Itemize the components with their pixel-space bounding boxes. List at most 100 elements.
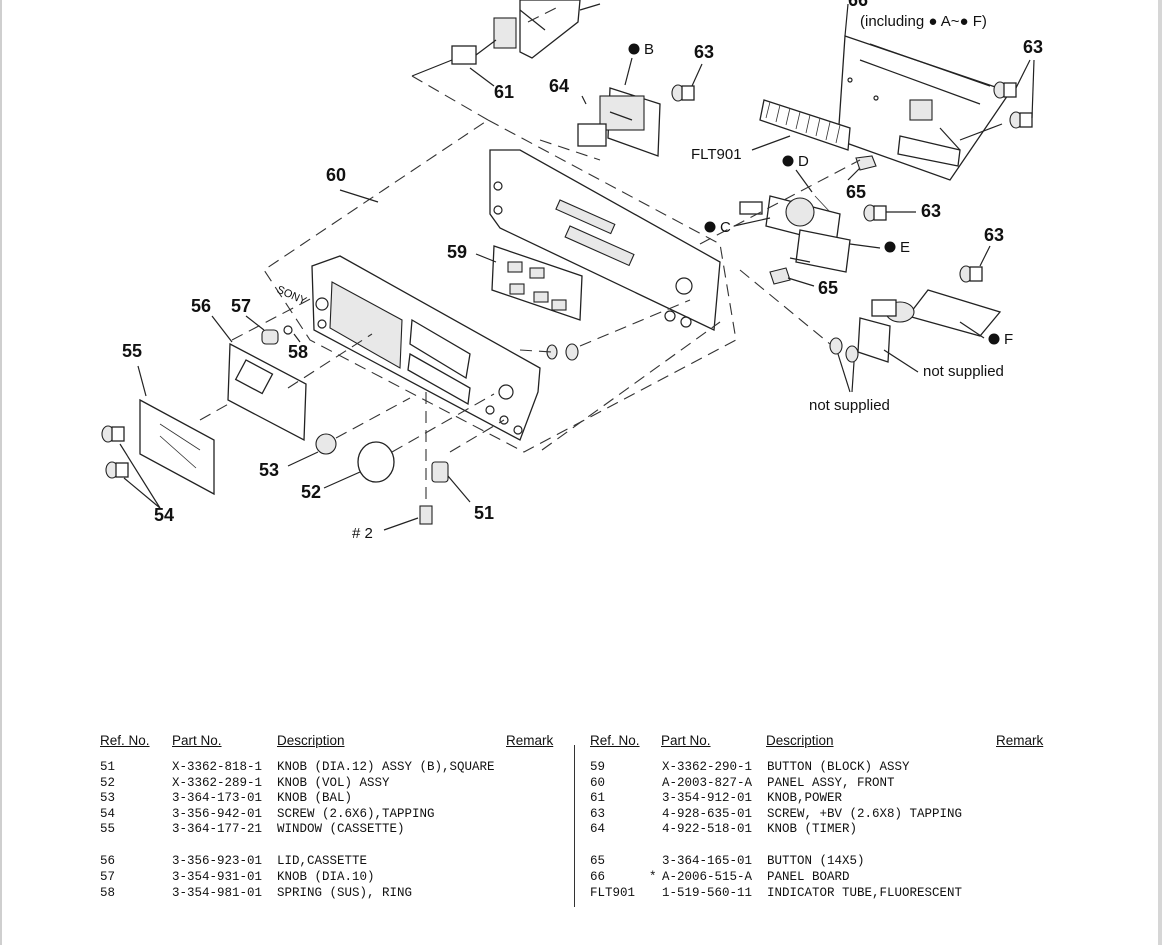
callout-52: 52 bbox=[301, 482, 321, 502]
note-not-supplied-left: not supplied bbox=[809, 397, 890, 414]
header-desc-left: Description bbox=[277, 733, 345, 748]
marker-e-dot bbox=[884, 241, 896, 253]
screw-63-mid bbox=[863, 204, 916, 222]
header-ref-right: Ref. No. bbox=[590, 733, 640, 748]
marker-c: C bbox=[720, 219, 731, 236]
callout-63-c: 63 bbox=[921, 201, 941, 221]
description-cell: KNOB (DIA.10) bbox=[277, 870, 375, 884]
svg-text:SONY: SONY bbox=[275, 284, 309, 308]
ref-no-cell: FLT901 bbox=[590, 886, 636, 900]
callout-55: 55 bbox=[122, 341, 142, 361]
callout-65-a: 65 bbox=[846, 182, 866, 202]
callout-53: 53 bbox=[259, 460, 279, 480]
knob-53-bal bbox=[287, 397, 411, 467]
part-no-cell: A-2006-515-A bbox=[662, 870, 753, 884]
page-left-border bbox=[0, 0, 2, 945]
part-no-cell: 1-519-560-11 bbox=[662, 886, 753, 900]
ref-no-cell: 60 bbox=[590, 776, 606, 790]
marker-f: F bbox=[1004, 331, 1013, 348]
screw-2 bbox=[383, 392, 433, 531]
description-cell: KNOB (TIMER) bbox=[767, 822, 858, 836]
part-no-cell: 4-922-518-01 bbox=[662, 822, 753, 836]
description-cell: INDICATOR TUBE,FLUORESCENT bbox=[767, 886, 963, 900]
marker-d-dot bbox=[782, 155, 794, 167]
marker-c-dot bbox=[704, 221, 716, 233]
column-divider bbox=[574, 745, 575, 907]
description-cell: SCREW (2.6X6),TAPPING bbox=[277, 807, 435, 821]
ref-no-cell: 61 bbox=[590, 791, 606, 805]
marker-d: D bbox=[798, 153, 809, 170]
unsupplied-bracket bbox=[739, 269, 919, 393]
ref-no-cell: 55 bbox=[100, 822, 116, 836]
part-no-cell: X-3362-290-1 bbox=[662, 760, 753, 774]
ref-no-cell: 51 bbox=[100, 760, 116, 774]
callout-51: 51 bbox=[474, 503, 494, 523]
header-ref-left: Ref. No. bbox=[100, 733, 150, 748]
part-no-cell: 3-364-165-01 bbox=[662, 854, 753, 868]
screws-54 bbox=[101, 425, 161, 509]
callout-58: 58 bbox=[288, 342, 308, 362]
panel-board-66 bbox=[837, 3, 1012, 181]
front-panel-assembly-60: SONY bbox=[263, 119, 861, 453]
callout-63-d: 63 bbox=[984, 225, 1004, 245]
part-no-cell: 3-354-931-01 bbox=[172, 870, 263, 884]
board-f bbox=[871, 289, 1002, 339]
exploded-view-diagram: SONY bbox=[101, 0, 1043, 542]
part-no-cell: 3-354-912-01 bbox=[662, 791, 753, 805]
description-cell: KNOB (DIA.12) ASSY (B),SQUARE bbox=[277, 760, 495, 774]
header-desc-right: Description bbox=[766, 733, 834, 748]
description-cell: BUTTON (BLOCK) ASSY bbox=[767, 760, 910, 774]
ref-no-cell: 54 bbox=[100, 807, 116, 821]
part-no-cell: 3-364-173-01 bbox=[172, 791, 263, 805]
knob-52-vol bbox=[323, 393, 495, 489]
part-no-cell: 3-364-177-21 bbox=[172, 822, 263, 836]
callout-flt901: FLT901 bbox=[691, 146, 742, 163]
description-cell: PANEL ASSY, FRONT bbox=[767, 776, 895, 790]
power-switch-block bbox=[411, 0, 601, 121]
ref-no-cell: 66 bbox=[590, 870, 606, 884]
marker-f-dot bbox=[988, 333, 1000, 345]
board-e bbox=[789, 229, 881, 273]
ref-no-cell: 53 bbox=[100, 791, 116, 805]
screw-63-top bbox=[671, 63, 703, 102]
knob-51-square bbox=[431, 419, 505, 503]
part-no-cell: 3-356-923-01 bbox=[172, 854, 263, 868]
description-cell: BUTTON (14X5) bbox=[767, 854, 865, 868]
safety-mark: * bbox=[649, 870, 657, 884]
page-right-border bbox=[1158, 0, 1162, 945]
part-no-cell: 4-928-635-01 bbox=[662, 807, 753, 821]
callout-66-cut: 66 bbox=[848, 0, 868, 10]
timer-switch-board-b bbox=[539, 57, 661, 161]
callout-screw-2: # 2 bbox=[352, 525, 373, 542]
volume-pot-board-cd bbox=[733, 169, 841, 245]
header-part-left: Part No. bbox=[172, 733, 222, 748]
callout-65-b: 65 bbox=[818, 278, 838, 298]
screw-63-far-right bbox=[959, 245, 991, 283]
ref-no-cell: 57 bbox=[100, 870, 116, 884]
part-no-cell: A-2003-827-A bbox=[662, 776, 753, 790]
header-remark-left: Remark bbox=[506, 733, 554, 748]
ref-no-cell: 56 bbox=[100, 854, 116, 868]
description-cell: SPRING (SUS), RING bbox=[277, 886, 413, 900]
header-remark-right: Remark bbox=[996, 733, 1044, 748]
ref-no-cell: 63 bbox=[590, 807, 606, 821]
header-part-right: Part No. bbox=[661, 733, 711, 748]
part-no-cell: 3-354-981-01 bbox=[172, 886, 263, 900]
description-cell: SCREW, +BV (2.6X8) TAPPING bbox=[767, 807, 963, 821]
note-not-supplied-right: not supplied bbox=[923, 363, 1004, 380]
screws-63-right bbox=[959, 59, 1035, 141]
ref-no-cell: 58 bbox=[100, 886, 116, 900]
part-no-cell: X-3362-289-1 bbox=[172, 776, 263, 790]
ref-no-cell: 65 bbox=[590, 854, 606, 868]
callout-61: 61 bbox=[494, 82, 514, 102]
callout-56: 56 bbox=[191, 296, 211, 316]
button-65-upper bbox=[847, 155, 877, 181]
callout-60: 60 bbox=[326, 165, 346, 185]
callout-59: 59 bbox=[447, 242, 467, 262]
callout-64: 64 bbox=[549, 76, 569, 96]
button-65-lower bbox=[769, 267, 815, 287]
part-no-cell: X-3362-818-1 bbox=[172, 760, 263, 774]
callout-63-a: 63 bbox=[694, 42, 714, 62]
callout-63-b: 63 bbox=[1023, 37, 1043, 57]
